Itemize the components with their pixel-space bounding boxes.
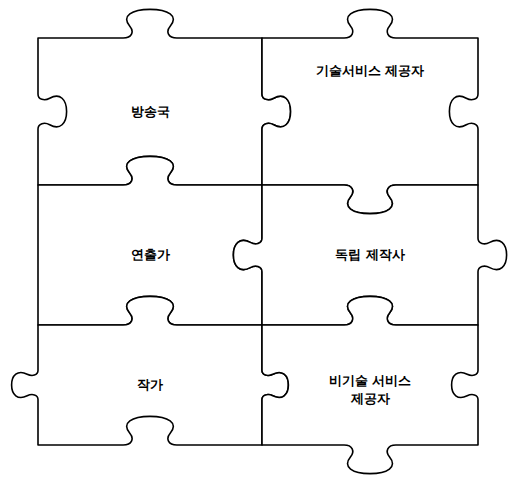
piece-outline xyxy=(262,38,478,185)
piece-label: 비기술 서비스 제공자 xyxy=(320,372,420,407)
piece-label: 기술서비스 제공자 xyxy=(316,62,425,80)
puzzle-piece: 비기술 서비스 제공자 xyxy=(262,325,478,445)
piece-shape xyxy=(262,296,478,473)
piece-label: 연출가 xyxy=(131,246,170,264)
piece-label: 독립 제작사 xyxy=(335,246,405,264)
puzzle-piece: 기술서비스 제공자 xyxy=(262,38,478,185)
piece-label: 방송국 xyxy=(131,103,170,121)
piece-shape xyxy=(262,9,478,213)
piece-label: 작가 xyxy=(137,376,163,394)
piece-shape xyxy=(12,296,289,445)
puzzle-piece: 작가 xyxy=(38,325,262,445)
